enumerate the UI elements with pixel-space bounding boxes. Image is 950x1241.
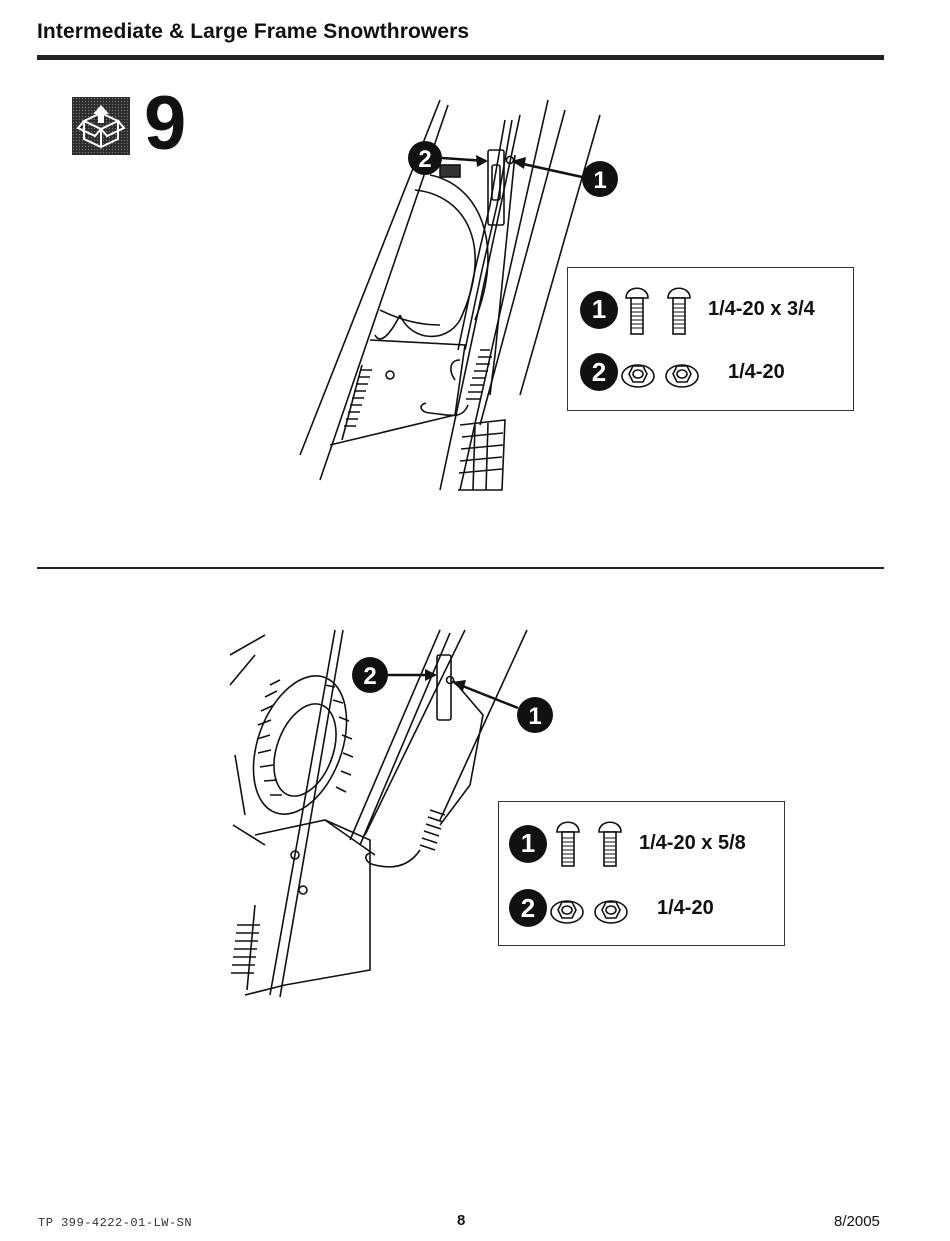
page-title: Intermediate & Large Frame Snowthrowers — [37, 20, 469, 44]
parts-row-bolt: 1 1/4-20 x 5/8 — [509, 816, 746, 871]
svg-text:2: 2 — [418, 146, 431, 173]
callout-badge: 1 — [580, 291, 618, 329]
section-divider — [37, 567, 884, 569]
parts-row-nut: 2 1/4-20 — [509, 888, 714, 928]
callout-badge: 2 — [509, 889, 547, 927]
part-spec: 1/4-20 — [657, 897, 714, 920]
svg-text:2: 2 — [363, 663, 376, 690]
footer-page-number: 8 — [457, 1212, 465, 1229]
part-spec: 1/4-20 x 5/8 — [639, 832, 746, 855]
carriage-bolt-icon — [547, 816, 629, 871]
footer-doc-number: TP 399-4222-01-LW-SN — [38, 1216, 192, 1230]
svg-text:1: 1 — [528, 703, 541, 730]
parts-box-figure-2: 1 1/4-20 x 5/8 2 1/4-20 — [498, 801, 785, 946]
callout-badge: 2 — [580, 353, 618, 391]
header-rule — [37, 55, 884, 60]
box-contents-icon — [72, 97, 130, 155]
hex-flange-nut-icon — [547, 888, 637, 928]
step-number: 9 — [144, 86, 184, 162]
part-spec: 1/4-20 — [728, 361, 785, 384]
parts-row-bolt: 1 1/4-20 x 3/4 — [580, 282, 815, 337]
svg-text:1: 1 — [593, 167, 606, 194]
footer-date: 8/2005 — [834, 1213, 880, 1230]
part-spec: 1/4-20 x 3/4 — [708, 298, 815, 321]
callout-badge: 1 — [509, 825, 547, 863]
parts-row-nut: 2 1/4-20 — [580, 352, 785, 392]
hex-flange-nut-icon — [618, 352, 708, 392]
parts-box-figure-1: 1 1/4-20 x 3/4 2 1/4-20 — [567, 267, 854, 411]
carriage-bolt-icon — [618, 282, 698, 337]
